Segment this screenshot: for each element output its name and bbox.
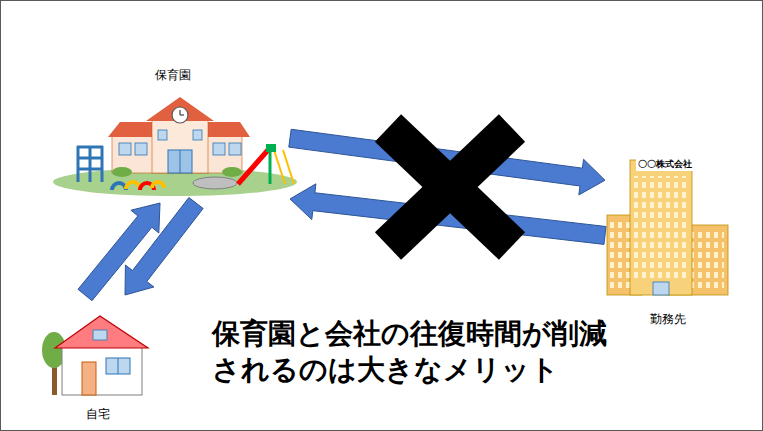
place-label: 保育園 [155,68,191,84]
nursery-illustration [168,150,192,173]
nursery-illustration [112,167,242,177]
nursery-illustration [193,130,202,140]
nursery-illustration [266,144,276,152]
office-illustration [653,282,669,295]
nursery-illustration [172,107,188,123]
nursery-illustration [77,146,80,182]
nursery-illustration [53,97,297,196]
nursery-place: 保育園 [55,68,290,203]
block-arrow [125,198,203,295]
nursery-illustration [77,146,103,149]
office-illustration [607,160,728,295]
home-illustration [106,358,130,374]
cross-mark [388,128,512,246]
nursery-illustration [213,143,225,155]
office-place: 勤務先 [605,150,730,328]
home-illustration [93,330,107,340]
home-place: 自宅 [35,295,160,423]
nursery-illustration [238,150,268,184]
nursery-illustration [126,182,140,189]
nursery-illustration [112,183,126,190]
nursery-illustration [89,146,92,182]
nursery-illustration [180,150,181,173]
place-label: 自宅 [86,407,110,423]
nursery-illustration [152,182,164,188]
home-illustration [55,316,148,348]
home-illustration [42,316,148,395]
nursery-illustration [274,150,285,184]
office-illustration [630,160,692,295]
home-illustration [82,362,96,395]
home-illustration [62,345,142,395]
nursery-illustration [77,157,103,160]
nursery-illustration [283,150,294,184]
home-illustration [118,358,119,374]
nursery-illustration [152,118,208,173]
cross-mark [388,128,512,246]
nursery-illustration [180,114,184,115]
nursery-illustration [158,130,167,140]
office-illustration [634,176,688,280]
cross-mark [388,128,512,246]
nursery-illustration [193,177,237,189]
nursery-illustration [112,182,164,190]
nursery-illustration [179,110,180,115]
place-label: 勤務先 [650,312,686,328]
nursery-illustration [77,168,103,171]
nursery-illustration [135,143,147,155]
nursery-illustration [77,146,103,182]
nursery-illustration [119,143,131,155]
nursery-illustration [112,167,132,177]
nursery-illustration [229,143,241,155]
company-sign: 〇〇株式会社 [636,158,693,171]
nursery-illustration [222,167,242,177]
nursery-illustration [101,146,104,182]
nursery-illustration [119,130,241,155]
note-text: 保育園と会社の往復時間が削減 されるのは大きなメリット [212,316,622,389]
